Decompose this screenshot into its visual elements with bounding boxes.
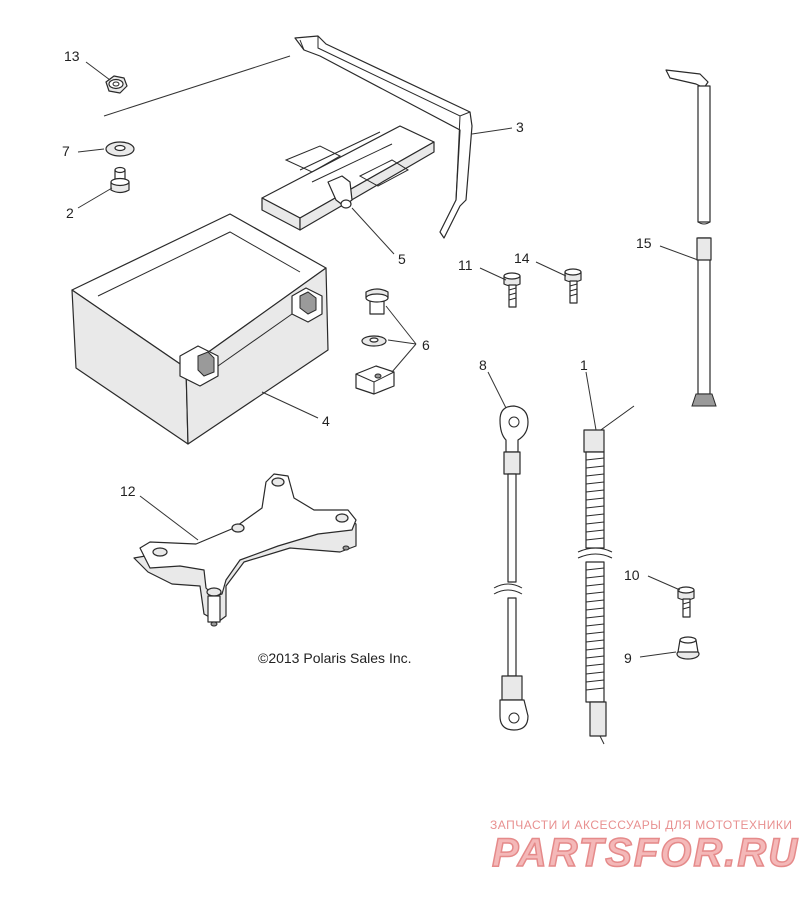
- part-4-battery: [71, 213, 329, 445]
- callout-12: 12: [120, 483, 136, 499]
- callout-11: 11: [458, 257, 473, 273]
- part-11-bolt: [503, 272, 521, 308]
- callout-13: 13: [64, 48, 80, 64]
- callout-labels: 13 7 2 3 5 4 6 11 14 15 8 1 12 10 9: [62, 48, 652, 666]
- callout-9: 9: [624, 650, 632, 666]
- callout-8: 8: [479, 357, 487, 373]
- leader-lines: [77, 55, 699, 658]
- part-1-positive-cable: [577, 405, 635, 745]
- part-14-bolt: [564, 268, 582, 304]
- part-3-bracket: [294, 35, 473, 239]
- callout-5: 5: [398, 251, 406, 267]
- part-13-nut: [105, 75, 128, 94]
- callout-15: 15: [636, 235, 652, 251]
- part-8-ground-cable: [493, 405, 529, 731]
- callout-2: 2: [66, 205, 74, 221]
- watermark-tagline: ЗАПЧАСТИ И АКСЕССУАРЫ ДЛЯ МОТОТЕХНИКИ: [490, 818, 792, 832]
- watermark-logo: PARTSFOR.RU: [492, 831, 799, 875]
- part-12-tray: [133, 473, 357, 627]
- part-2-bolt: [110, 166, 130, 194]
- part-10-bolt: [677, 586, 695, 618]
- part-5-battery-pad: [261, 125, 435, 231]
- watermark: ЗАПЧАСТИ И АКСЕССУАРЫ ДЛЯ МОТОТЕХНИКИ PA…: [490, 818, 799, 876]
- part-7-washer: [105, 141, 135, 157]
- callout-10: 10: [624, 567, 640, 583]
- callout-7: 7: [62, 143, 70, 159]
- callout-3: 3: [516, 119, 524, 135]
- part-9-nut: [676, 636, 700, 660]
- callout-6: 6: [422, 337, 430, 353]
- callout-4: 4: [322, 413, 330, 429]
- callout-1: 1: [580, 357, 588, 373]
- copyright-notice: ©2013 Polaris Sales Inc.: [258, 650, 412, 666]
- part-6-hardware: [355, 288, 395, 395]
- callout-14: 14: [514, 250, 530, 266]
- part-15-vent-tube: [665, 69, 717, 407]
